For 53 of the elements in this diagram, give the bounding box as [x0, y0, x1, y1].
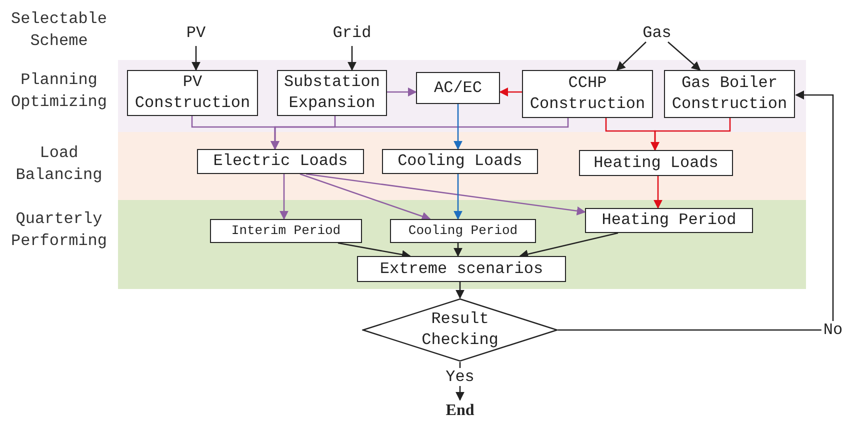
process-box [127, 70, 258, 116]
arrow [192, 46, 200, 71]
arrow [454, 104, 462, 150]
box-text: CCHP Construction [528, 73, 646, 115]
box-text: Cooling Period [408, 222, 518, 240]
arrow [558, 90, 834, 331]
arrow [454, 243, 462, 257]
process-box [197, 149, 364, 174]
arrow [338, 242, 411, 259]
arrow [300, 173, 431, 221]
process-box [585, 208, 753, 233]
box-text: Heating Period [602, 210, 736, 231]
box-text: Cooling Loads [398, 151, 522, 172]
arrow [668, 42, 701, 71]
arrow [616, 42, 646, 71]
scheme-label: Gas [642, 22, 672, 44]
row-label: Quarterly Performing [10, 209, 108, 252]
scheme-label: Grid [332, 22, 372, 44]
arrow [270, 118, 569, 150]
arrow [654, 176, 662, 209]
process-box [382, 149, 538, 174]
box-text: Substation Expansion [282, 72, 381, 114]
process-box [522, 70, 653, 118]
arrow [519, 232, 618, 259]
process-box [579, 150, 733, 176]
box-text: PV Construction [134, 72, 252, 114]
box-text: Extreme scenarios [380, 258, 544, 280]
box-text: Electric Loads [213, 151, 348, 172]
process-box [277, 70, 387, 116]
box-text: Gas Boiler Construction [670, 73, 788, 115]
box-text: Heating Loads [594, 152, 718, 174]
arrow [306, 173, 586, 216]
process-box [390, 219, 536, 243]
process-box [357, 256, 566, 282]
scheme-label: PV [186, 22, 206, 44]
row-label: Selectable Scheme [10, 9, 108, 52]
box-text: Interim Period [231, 222, 341, 240]
arrow [280, 174, 288, 220]
box-text: Result Checking [420, 309, 500, 351]
row-label: Load Balancing [14, 143, 104, 186]
arrow [499, 88, 522, 96]
arrow [456, 282, 464, 299]
arrow [348, 46, 356, 71]
process-box [210, 219, 362, 243]
arrow [387, 88, 417, 96]
row-label: Planning Optimizing [10, 70, 108, 114]
end-label: End [446, 400, 474, 421]
process-box [664, 70, 795, 118]
arrow [454, 174, 462, 220]
edge-label: Yes [444, 368, 476, 386]
process-box [416, 72, 500, 104]
arrow [650, 118, 731, 151]
box-text: AC/EC [434, 78, 482, 98]
